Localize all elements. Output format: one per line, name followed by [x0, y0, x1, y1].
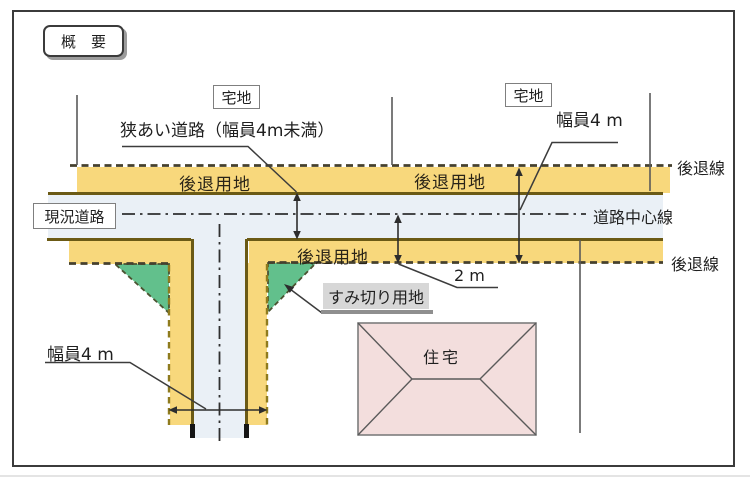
width-4m-top-leader — [519, 141, 618, 211]
house-shape — [357, 322, 537, 436]
lot-label-top-left: 宅地 — [213, 85, 260, 109]
dim-2m-arrow — [394, 214, 402, 264]
setback-band-bottom-left — [69, 240, 192, 264]
house-label: 住宅 — [423, 348, 462, 367]
diagram-frame — [12, 10, 735, 467]
setback-line-label-bottom: 後退線 — [671, 255, 720, 274]
width-4m-top-label: 幅員4 m — [556, 111, 623, 131]
narrow-road-width-arrow — [293, 192, 301, 240]
setback-area-label-top-right: 後退用地 — [414, 173, 486, 193]
overview-badge: 概 要 — [43, 25, 124, 57]
dim-2m-label: 2 m — [454, 266, 485, 285]
width-4m-top-arrow — [515, 167, 523, 264]
road-center-line-label: 道路中心線 — [593, 208, 674, 227]
setback-band-top — [77, 167, 670, 193]
setback-band-vertical-left — [170, 264, 192, 425]
corner-cut-label-underline — [321, 310, 433, 314]
page-edge-artifact — [0, 475, 750, 477]
narrow-road-label: 狭あい道路（幅員4m未満） — [120, 121, 335, 141]
corner-cut-triangle-left — [112, 263, 170, 316]
dim-2m-leader — [398, 263, 498, 289]
width-4m-bottom-arrow — [168, 406, 268, 414]
existing-road-label: 現況道路 — [33, 203, 116, 229]
setback-line-label-top: 後退線 — [677, 159, 726, 178]
corner-cut-leader — [289, 288, 323, 314]
setback-area-label-top-left: 後退用地 — [179, 175, 251, 195]
setback-area-label-bottom: 後退用地 — [297, 248, 369, 268]
width-4m-bottom-leader — [45, 361, 207, 410]
corner-cut-area-label: すみ切り用地 — [323, 283, 430, 309]
width-4m-bottom-label: 幅員4 m — [47, 345, 114, 365]
corner-cut-arrowhead — [284, 284, 295, 293]
narrow-road-leader — [122, 145, 298, 193]
setback-band-vertical-right — [248, 263, 267, 425]
lot-label-top-right: 宅地 — [505, 83, 552, 107]
existing-road-surface-horizontal — [48, 194, 663, 239]
setback-band-bottom-right — [249, 240, 663, 263]
